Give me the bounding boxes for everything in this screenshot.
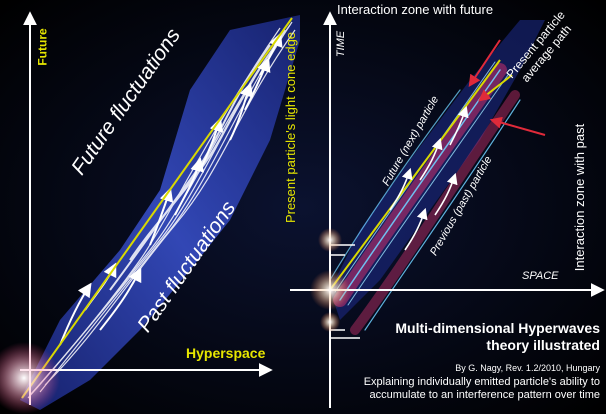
- average-path-arrow: [478, 74, 513, 102]
- origin-flare-right: [310, 270, 350, 310]
- wave-strands: [27, 21, 296, 399]
- left-panel: [0, 11, 300, 414]
- particle-paths: [329, 61, 521, 335]
- origin-flare: [0, 342, 60, 414]
- caption-desc-line1: Explaining individually emitted particle…: [363, 376, 600, 388]
- fluctuation-band: [20, 15, 300, 410]
- caption-description: Explaining individually emitted particle…: [330, 376, 600, 402]
- right-x-axis-label: SPACE: [522, 270, 559, 282]
- caption-credit: By G. Nagy, Rev. 1.2/2010, Hungary: [455, 363, 600, 373]
- future-zone-arrow: [468, 39, 501, 87]
- average-path-line: [329, 59, 501, 291]
- right-panel: [290, 11, 605, 408]
- right-arrows: [389, 105, 469, 251]
- left-y-axis-label: Future: [35, 28, 50, 66]
- caption-title: Multi-dimensional Hyperwaves theory illu…: [360, 320, 600, 354]
- left-x-axis-label: Hyperspace: [186, 345, 266, 361]
- caption-desc-line2: accumulate to an interference pattern ov…: [369, 389, 600, 401]
- caption-title-line2: theory illustrated: [486, 337, 600, 353]
- light-cone-edge-line: [21, 17, 293, 399]
- interaction-future-label: Interaction zone with future: [337, 2, 494, 17]
- caption-title-line1: Multi-dimensional Hyperwaves: [395, 320, 600, 336]
- interaction-past-label: Interaction zone with past: [572, 123, 588, 272]
- past-zone-arrow: [489, 116, 546, 136]
- flare-lower: [320, 312, 340, 332]
- light-cone-edge-label: Present particle's light cone edge: [283, 31, 299, 224]
- right-y-axis-label: TIME: [335, 30, 348, 58]
- flare-upper: [318, 228, 342, 252]
